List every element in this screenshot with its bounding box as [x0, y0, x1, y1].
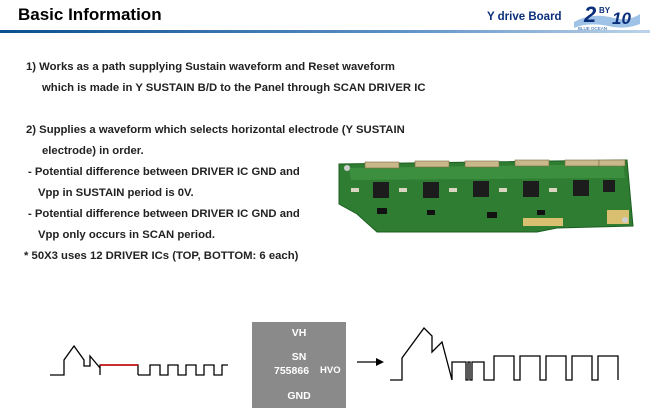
page-header: Basic Information Y drive Board 2 BY 10 …: [0, 0, 650, 34]
text-line: electrode) in order.: [42, 145, 144, 157]
text-line: which is made in Y SUSTAIN B/D to the Pa…: [42, 82, 426, 94]
text-line: 2) Supplies a waveform which selects hor…: [26, 124, 405, 136]
blue-ocean-logo: 2 BY 10 BLUE OCEAN: [574, 2, 640, 31]
text-line: 1) Works as a path supplying Sustain wav…: [26, 61, 395, 73]
header-divider: [0, 30, 650, 33]
text-line: - Potential difference between DRIVER IC…: [28, 166, 300, 178]
ic-part-number: 755866: [274, 365, 310, 377]
text-line: - Potential difference between DRIVER IC…: [28, 208, 300, 220]
logo-ten: 10: [612, 9, 631, 28]
output-waveform: [390, 327, 619, 381]
text-line: Vpp only occurs in SCAN period.: [38, 229, 216, 241]
input-waveform: [50, 344, 139, 376]
text-line: * 50X3 uses 12 DRIVER ICs (TOP, BOTTOM: …: [24, 250, 299, 262]
board-label: Y drive Board: [487, 11, 562, 23]
ic-hvo-label: HVO: [320, 365, 341, 376]
ic-gnd-label: GND: [287, 390, 311, 402]
sustain-pulses: [138, 364, 228, 376]
y-drive-board-photo: [338, 159, 634, 233]
logo-two: 2: [583, 2, 597, 27]
driver-ic: VH SN 755866 HVO GND: [252, 322, 346, 408]
waveform-diagram: [50, 327, 619, 381]
page-title: Basic Information: [18, 5, 162, 24]
ic-sn-label: SN: [291, 351, 307, 363]
logo-tagline: BLUE OCEAN: [578, 26, 607, 31]
arrow-right-icon: [357, 358, 384, 366]
ic-vh-label: VH: [291, 327, 307, 339]
logo-by: BY: [599, 6, 611, 15]
text-line: Vpp in SUSTAIN period is 0V.: [38, 187, 194, 199]
